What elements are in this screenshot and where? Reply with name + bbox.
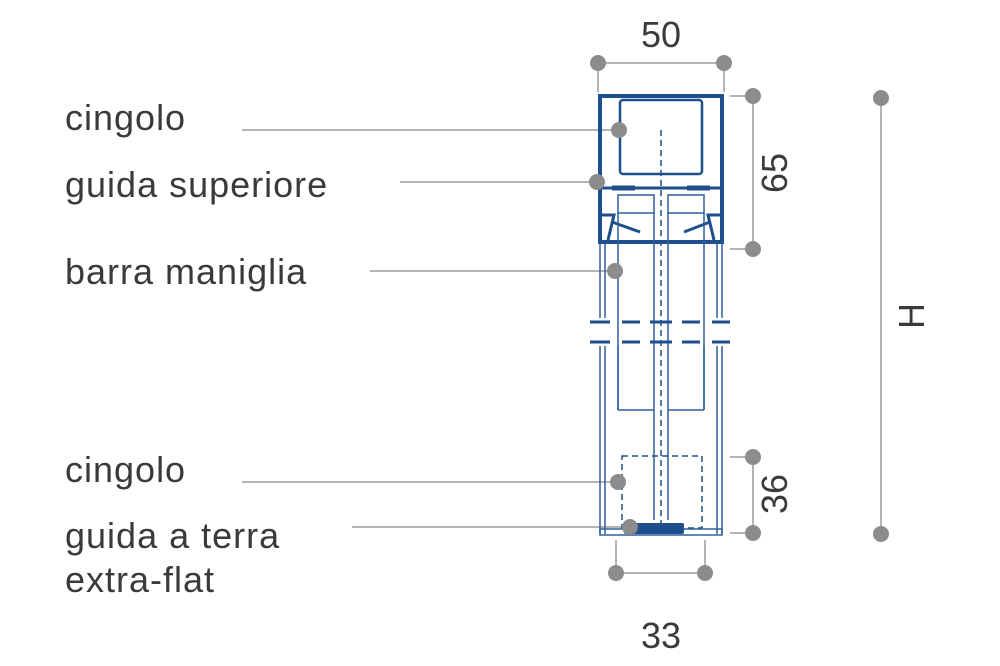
brace-right xyxy=(683,220,711,234)
leader-lines xyxy=(242,129,630,528)
dot-upper-guide xyxy=(589,174,605,190)
dot-bottom-left xyxy=(608,565,624,581)
dot-bottom-right xyxy=(697,565,713,581)
carriage-left-top xyxy=(617,194,655,214)
dot-top-left xyxy=(590,55,606,71)
dim-upper-height: 65 xyxy=(754,153,795,193)
label-floor-guide-line1: guida a terra xyxy=(65,515,280,556)
dimension-lines xyxy=(597,62,882,574)
markers xyxy=(589,55,889,581)
dim-top-width: 50 xyxy=(641,14,681,55)
label-floor-guide-line2: extra-flat xyxy=(65,559,215,600)
dot-lower-bottom xyxy=(745,525,761,541)
dot-total-bottom xyxy=(873,526,889,542)
dot-upper-top xyxy=(745,88,761,104)
profile-section xyxy=(590,94,730,536)
label-belt-bottom: cingolo xyxy=(65,449,186,490)
label-handle-bar: barra maniglia xyxy=(65,251,307,292)
label-upper-guide: guida superiore xyxy=(65,164,328,205)
belt-bottom-box xyxy=(621,455,703,529)
break-marks xyxy=(590,320,730,344)
dot-handle-bar xyxy=(607,263,623,279)
dot-lower-top xyxy=(745,449,761,465)
dot-top-right xyxy=(716,55,732,71)
dot-belt-bottom xyxy=(610,474,626,490)
dim-lower-height: 36 xyxy=(754,474,795,514)
lip-right xyxy=(706,213,722,241)
dot-upper-bottom xyxy=(745,241,761,257)
dot-floor-guide xyxy=(622,519,638,535)
dim-total-height: H xyxy=(891,303,932,329)
dot-belt-top xyxy=(611,122,627,138)
brace-left xyxy=(611,220,641,234)
label-belt-top: cingolo xyxy=(65,97,186,138)
carriage-lines xyxy=(599,194,723,534)
dim-bottom-width: 33 xyxy=(641,615,681,656)
floor-guide-profile xyxy=(624,523,684,534)
carriage-right-top xyxy=(667,194,705,214)
lip-left xyxy=(600,213,616,241)
dot-total-top xyxy=(873,90,889,106)
